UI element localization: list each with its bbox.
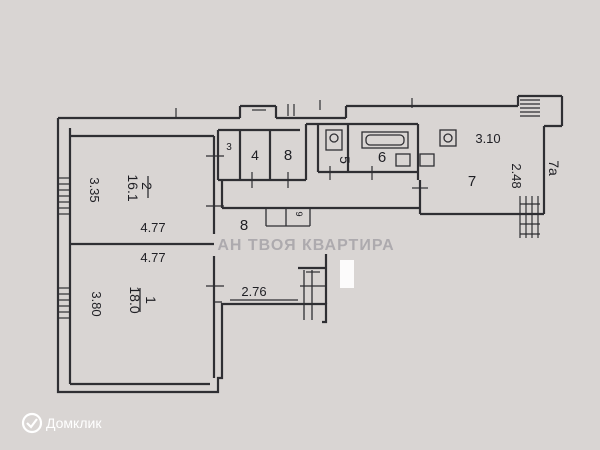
brand-name: Домклик: [46, 415, 102, 431]
room3-number: 3: [226, 142, 232, 153]
room9-number: 9: [294, 211, 304, 216]
toilet-icon: [325, 129, 343, 151]
interior-walls: [70, 122, 422, 378]
stove-icon: [439, 129, 457, 147]
hall-width-dim: 2.76: [241, 284, 266, 299]
room2-width-dim: 4.77: [140, 220, 165, 235]
fixtures: [325, 129, 457, 167]
room8-hall-number: 8: [240, 217, 248, 234]
room2-area: 16.1: [125, 174, 141, 201]
kitchen-width-dim: 3.10: [475, 131, 500, 146]
kitchen-height-dim: 2.48: [509, 163, 524, 188]
door-marks: [175, 98, 428, 287]
room2-height-dim: 3.35: [87, 177, 102, 202]
watermark-block: [340, 260, 354, 288]
room1-number: 1: [143, 296, 159, 304]
bathtub-icon: [361, 131, 409, 149]
outer-walls: [56, 94, 564, 394]
kitchen-sink-icon: [419, 153, 435, 167]
room7a-number: 7a: [546, 160, 562, 176]
room7-number: 7: [468, 173, 476, 190]
brand-logo: Домклик: [21, 412, 102, 434]
room2-number: 2: [139, 182, 155, 190]
sink-icon: [395, 153, 411, 167]
room1-area: 18.0: [127, 286, 143, 313]
room8-upper-number: 8: [284, 147, 292, 164]
room1-width-dim: 4.77: [140, 250, 165, 265]
watermark-text: АН ТВОЯ КВАРТИРА: [217, 237, 394, 254]
room6-number: 6: [378, 149, 386, 166]
room4-number: 4: [251, 147, 259, 163]
room5-number: 5: [337, 156, 353, 164]
room1-height-dim: 3.80: [89, 291, 104, 316]
window-hatches: [58, 99, 540, 319]
brand-logo-icon: [21, 412, 43, 434]
